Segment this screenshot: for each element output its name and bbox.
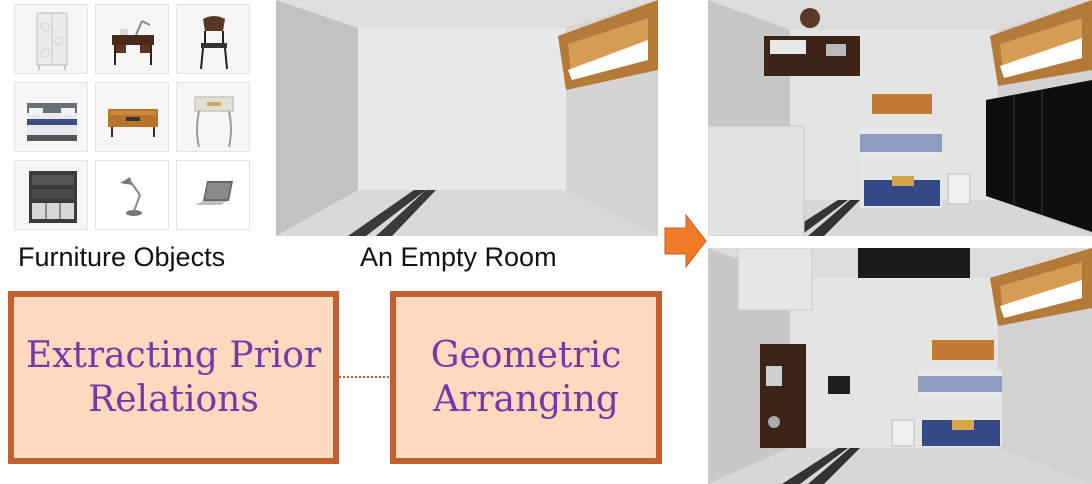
extracting-prior-relations-box: Extracting Prior Relations xyxy=(8,291,339,464)
side-table-icon xyxy=(176,82,250,152)
wooden-bench-icon xyxy=(95,82,169,152)
desk-with-lamp-icon xyxy=(95,4,169,74)
bed-icon xyxy=(14,82,88,152)
laptop-icon xyxy=(176,160,250,230)
desk-lamp-icon xyxy=(95,160,169,230)
wardrobe-icon xyxy=(14,4,88,74)
extracting-prior-relations-label: Extracting Prior Relations xyxy=(25,334,322,420)
bookshelf-icon xyxy=(14,160,88,230)
arranged-room-render-1 xyxy=(708,0,1092,236)
empty-room-render xyxy=(276,0,658,236)
furniture-objects-caption: Furniture Objects xyxy=(18,242,226,272)
chair-icon xyxy=(176,4,250,74)
right-arrow-icon xyxy=(664,214,707,268)
geometric-arranging-label: Geometric Arranging xyxy=(430,334,622,420)
geometric-arranging-box: Geometric Arranging xyxy=(390,291,662,464)
furniture-grid xyxy=(14,4,250,232)
dotted-connector xyxy=(339,376,390,378)
empty-room-caption: An Empty Room xyxy=(360,242,557,272)
arranged-room-render-2 xyxy=(708,248,1092,484)
